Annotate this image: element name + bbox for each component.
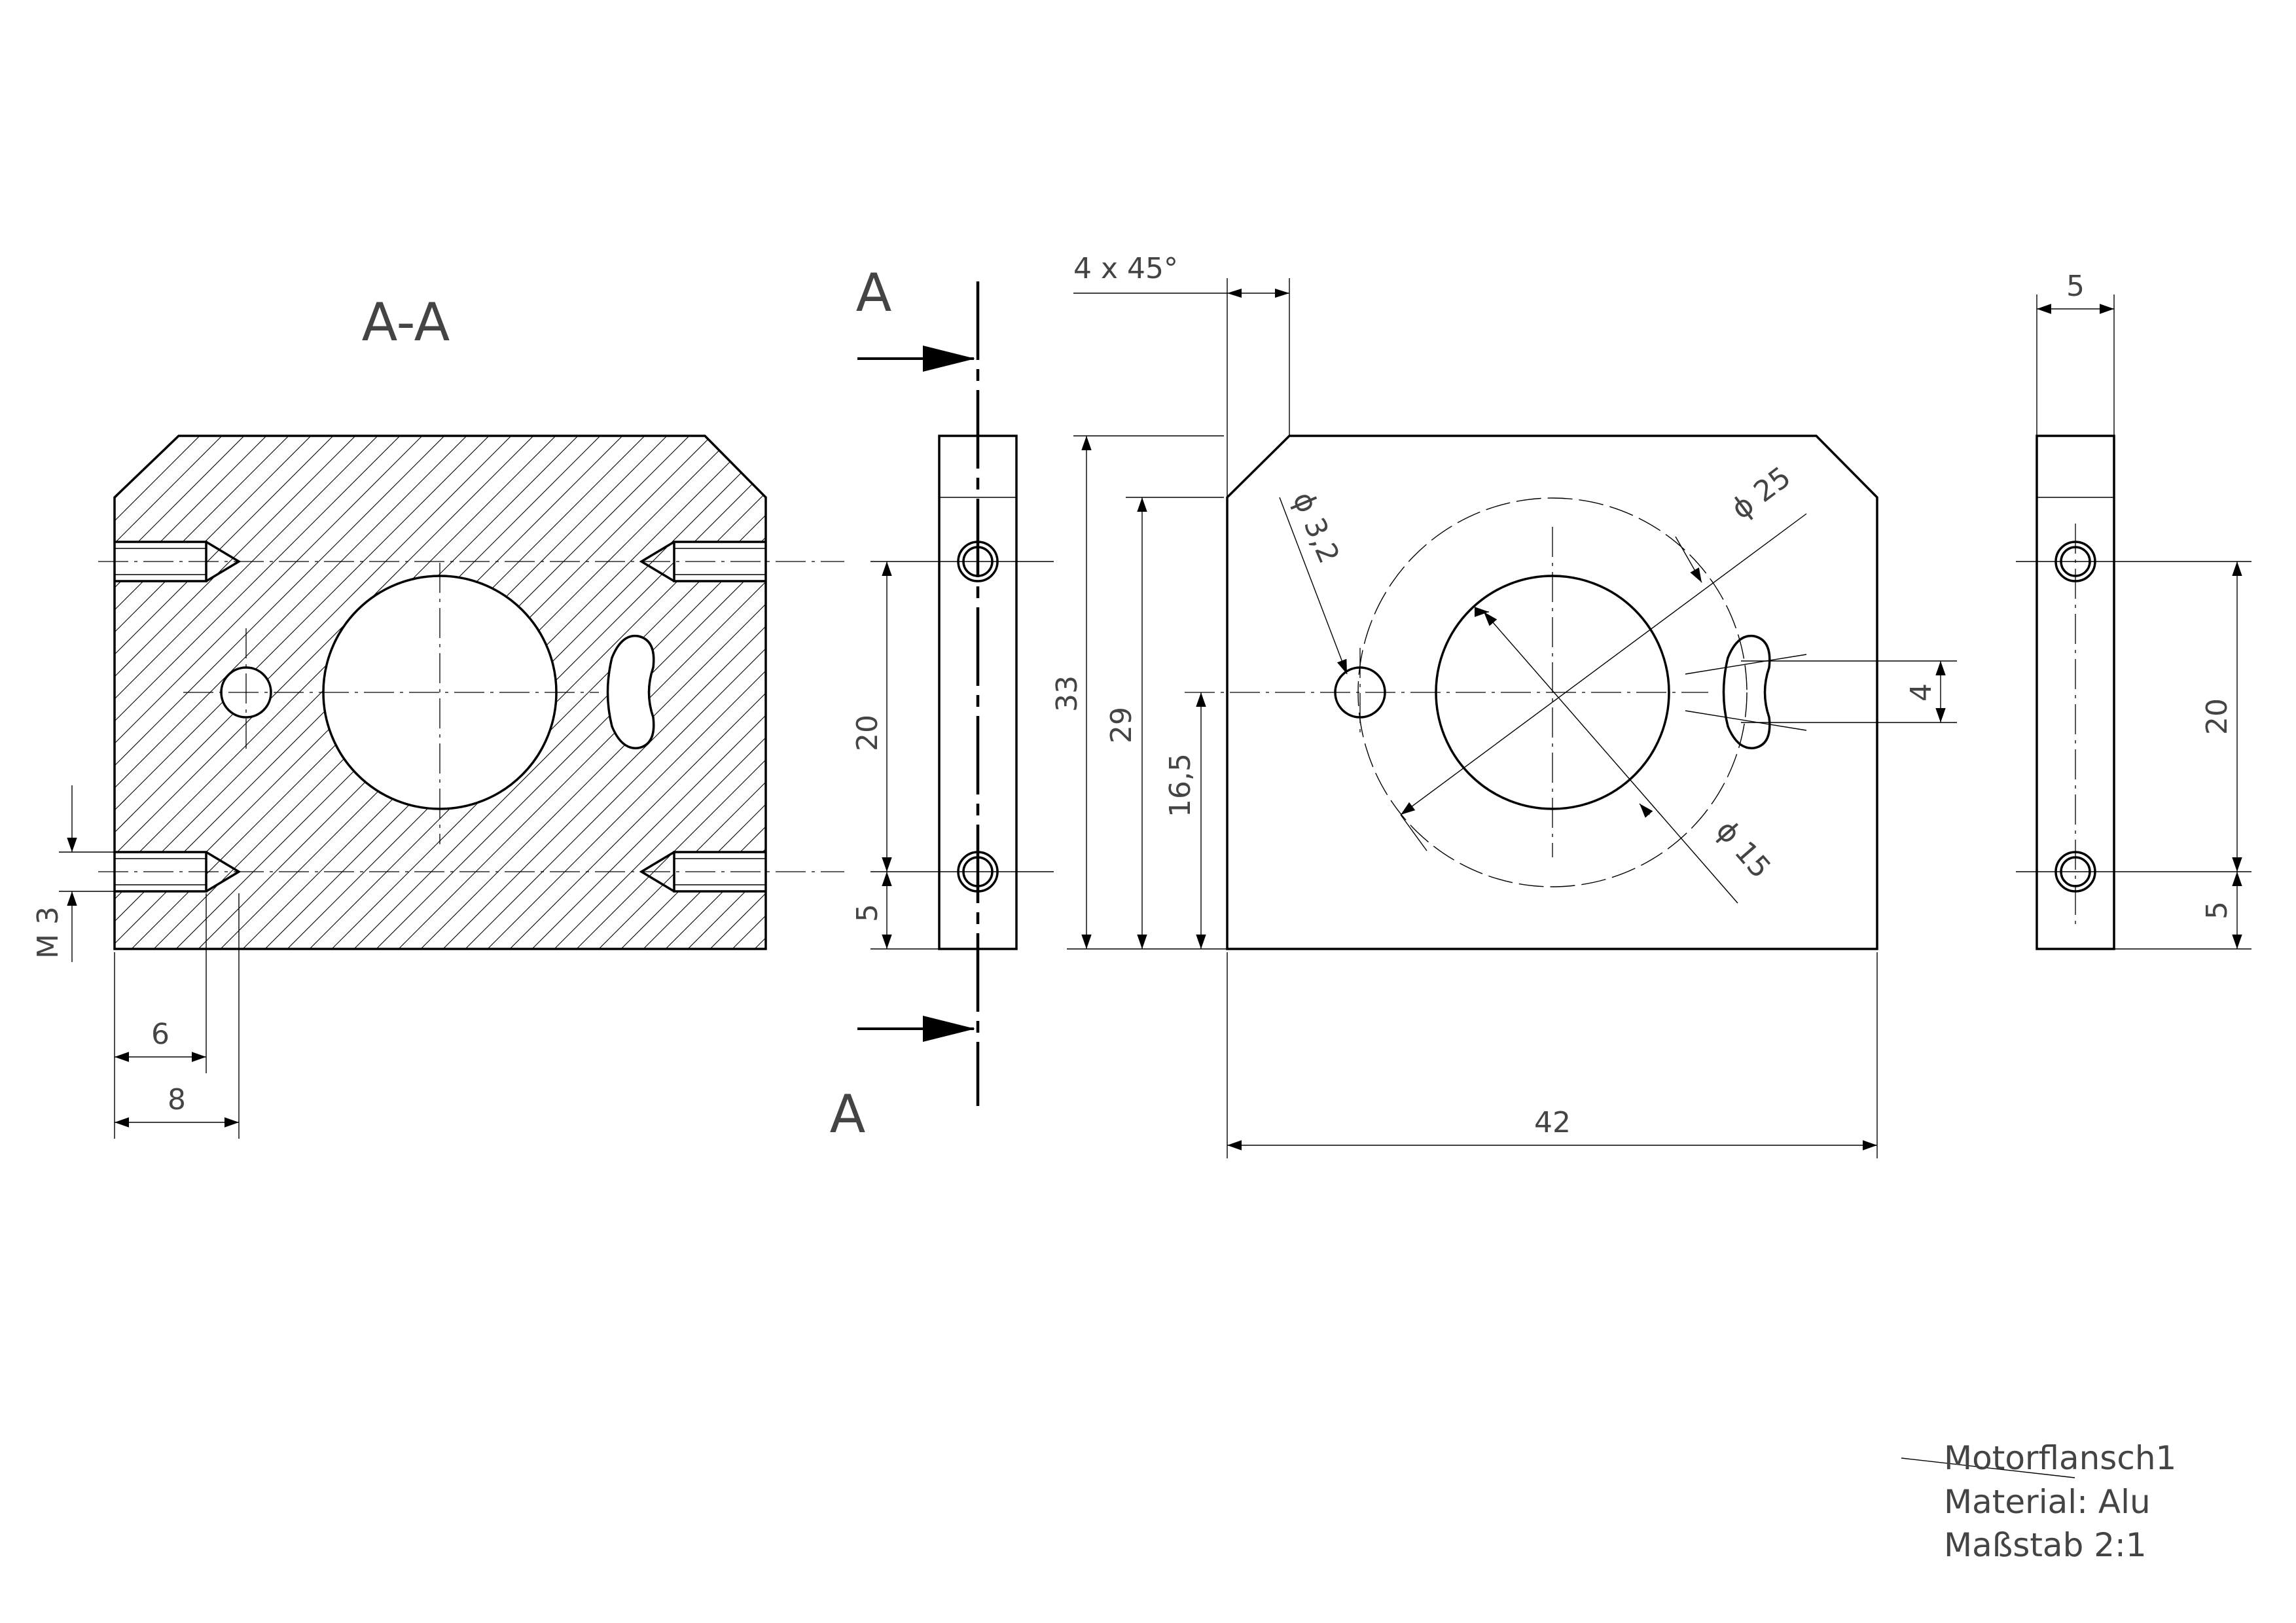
hatch-line (509, 436, 766, 949)
cut-letter-top: A (856, 262, 892, 323)
hatch-line (331, 436, 766, 949)
svg-text:29: 29 (1105, 707, 1138, 743)
svg-text:20: 20 (2200, 698, 2234, 735)
section-outline (113, 435, 767, 950)
hatch-line (0, 432, 115, 949)
svg-text:20: 20 (851, 715, 884, 751)
cut-letter-bottom: A (830, 1084, 866, 1145)
hatch-line (115, 436, 471, 949)
hatch-line (115, 436, 449, 949)
hatch-line (115, 436, 204, 949)
section-view-label: A-A (362, 292, 450, 353)
hatch-line (115, 436, 338, 949)
svg-text:33: 33 (1050, 675, 1084, 712)
side-view-right: 5 20 5 (2016, 270, 2251, 950)
svg-text:42: 42 (1534, 1106, 1571, 1139)
right-view-outline (2036, 435, 2115, 950)
hatch-line (115, 436, 315, 949)
front-slot (1722, 634, 1771, 749)
svg-text:M 3: M 3 (31, 906, 65, 959)
svg-text:ϕ 25: ϕ 25 (1725, 460, 1797, 526)
material: Material: Alu (1944, 1483, 2151, 1521)
hatch-line (420, 436, 766, 949)
svg-text:5: 5 (2200, 901, 2234, 919)
hatch-line (487, 436, 766, 949)
hatch-line (115, 436, 271, 949)
hatch-line (115, 436, 226, 949)
hatch-line (531, 436, 766, 949)
title-block: Motorflansch1 Material: Alu Maßstab 2:1 (1901, 1439, 2176, 1564)
hatch-line (115, 436, 427, 949)
thread-dimension: M 3 (31, 785, 115, 962)
svg-text:6: 6 (151, 1018, 170, 1051)
side-view-left: A A 20 5 (830, 262, 1054, 1145)
hatch-line (115, 436, 404, 949)
slot-outline (606, 634, 655, 749)
hatch-line (115, 436, 360, 949)
hatch-line (398, 436, 766, 949)
svg-text:ϕ 15: ϕ 15 (1710, 814, 1777, 885)
slot-knockout (607, 635, 654, 749)
hatch-line (115, 436, 382, 949)
svg-text:16,5: 16,5 (1164, 753, 1197, 817)
hatch-line (442, 436, 766, 949)
hatch-line (576, 436, 766, 949)
hatch-line (115, 436, 249, 949)
svg-text:5: 5 (2066, 270, 2085, 303)
hatch-line (115, 436, 538, 949)
hatch-line (309, 436, 766, 949)
depth-dimensions: 6 8 (114, 893, 240, 1139)
svg-text:4 x 45°: 4 x 45° (1073, 252, 1178, 285)
part-name: Motorflansch1 (1944, 1439, 2176, 1477)
scale: Maßstab 2:1 (1944, 1526, 2147, 1564)
svg-text:ϕ 3,2: ϕ 3,2 (1286, 487, 1346, 568)
svg-text:8: 8 (168, 1083, 186, 1116)
hatch-line (554, 436, 766, 949)
section-view-a-a: A-A M 3 6 8 (0, 292, 844, 1139)
hatch-line (115, 436, 293, 949)
hatch-line (465, 436, 766, 949)
svg-text:4: 4 (1905, 683, 1938, 702)
svg-text:5: 5 (851, 904, 884, 922)
front-view: ϕ 3,2 ϕ 25 ϕ 15 4 x 45° 33 29 16,5 42 4 (1050, 252, 1957, 1158)
